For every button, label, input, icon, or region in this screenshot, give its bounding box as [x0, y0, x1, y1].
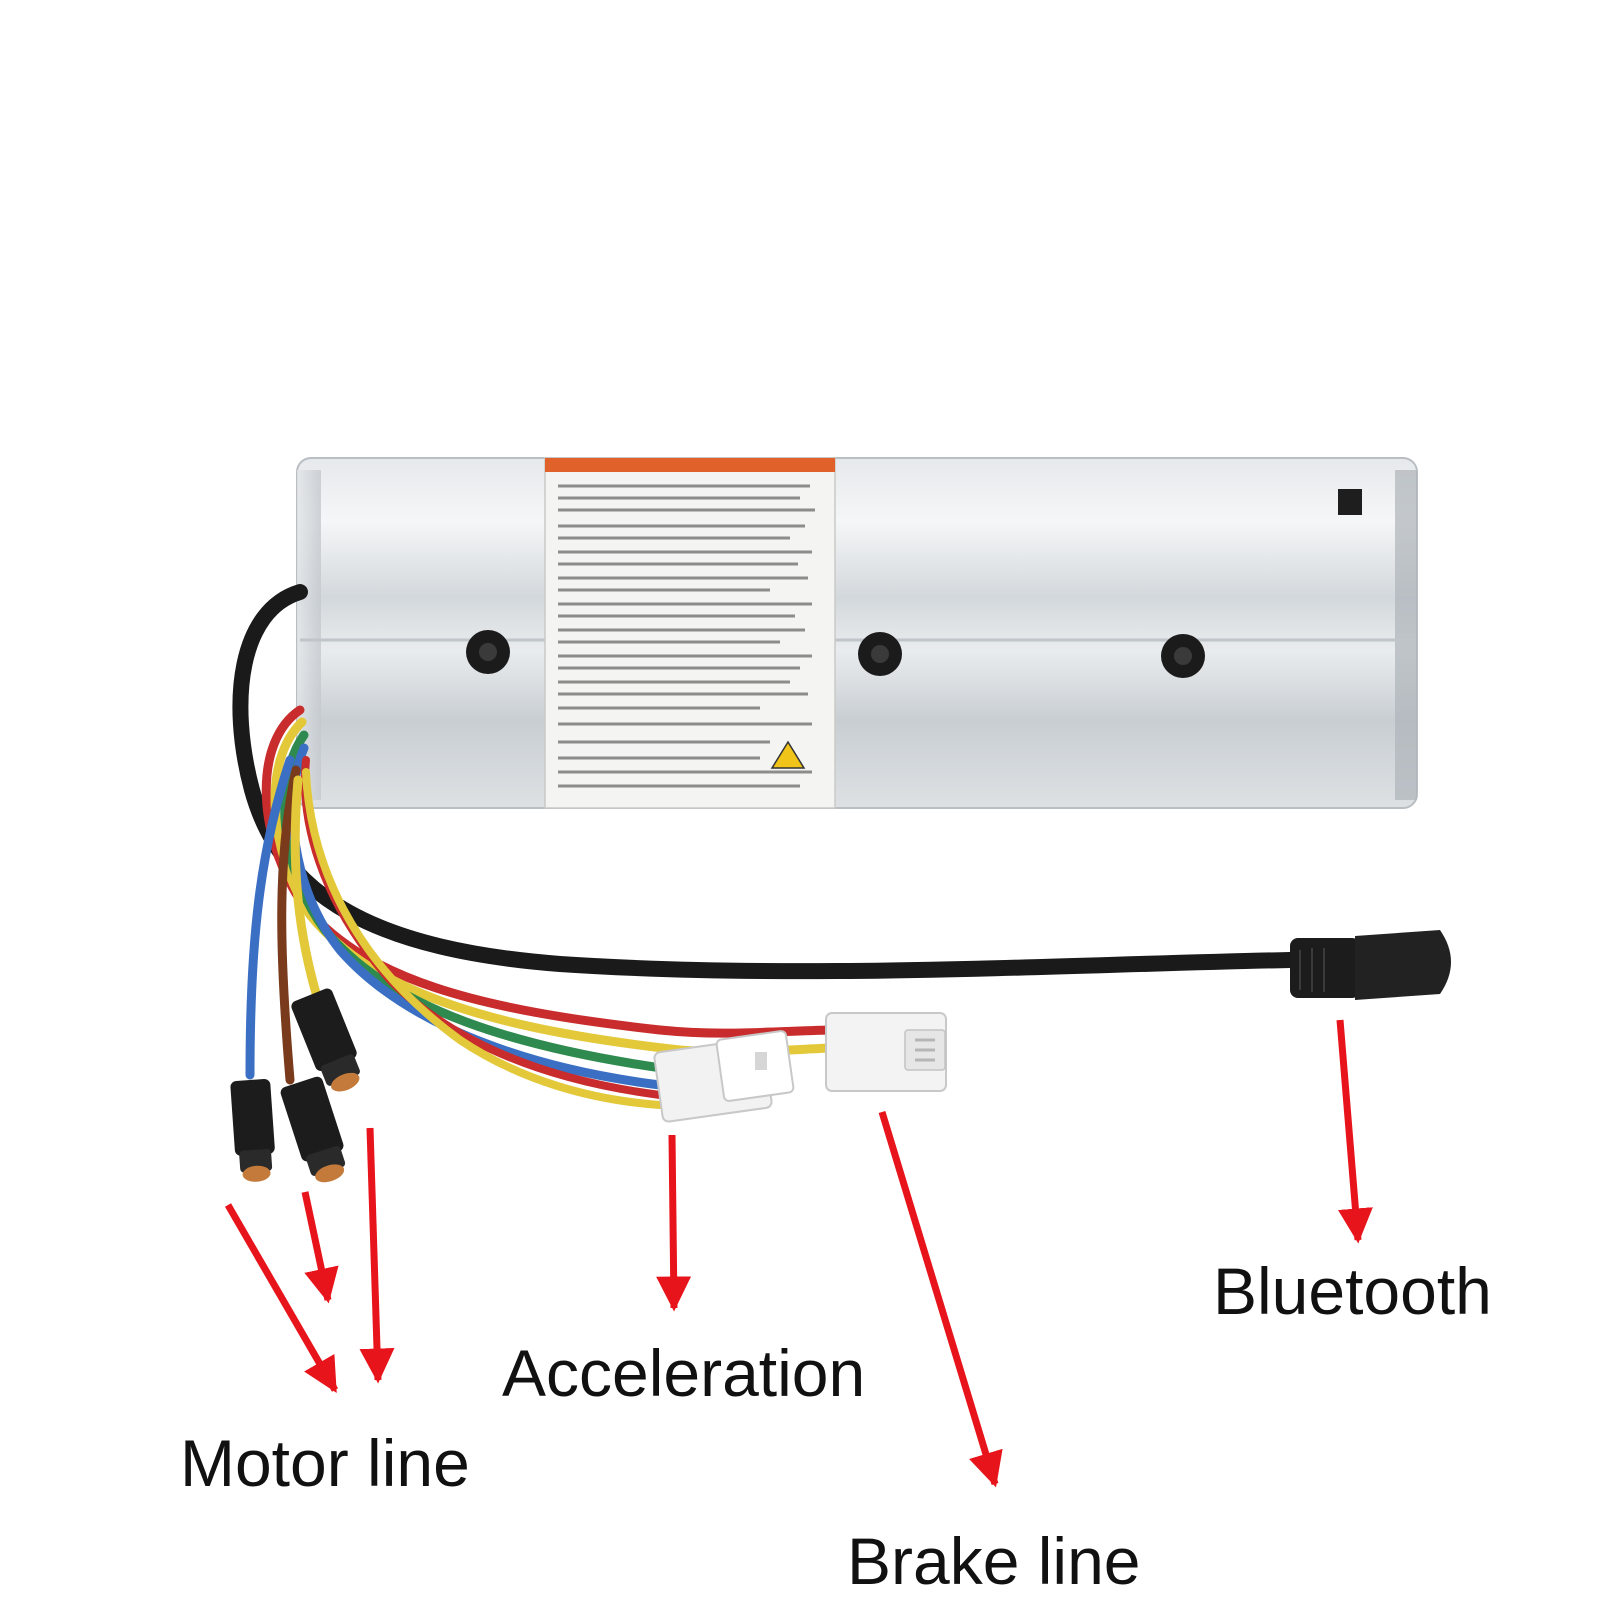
- acceleration-connector: [653, 1030, 795, 1123]
- brake-line-label: Brake line: [847, 1524, 1141, 1598]
- bluetooth-connector: [1290, 930, 1451, 1000]
- bluetooth-label: Bluetooth: [1213, 1254, 1492, 1328]
- acceleration-label: Acceleration: [502, 1336, 866, 1410]
- arrow-motor-3: [359, 1127, 395, 1384]
- controller-housing: [296, 457, 1418, 809]
- motor-connectors: [230, 988, 360, 1183]
- motor-line-label: Motor line: [180, 1426, 470, 1500]
- warning-sticker: [544, 457, 836, 809]
- callout-arrows: [224, 1019, 1373, 1488]
- arrow-motor-2: [301, 1191, 339, 1304]
- arrow-acceleration: [656, 1134, 692, 1312]
- arrow-motor-1: [224, 1203, 339, 1394]
- arrow-bluetooth: [1336, 1019, 1373, 1244]
- arrow-brake: [878, 1110, 1003, 1488]
- brake-connector: [825, 1012, 947, 1092]
